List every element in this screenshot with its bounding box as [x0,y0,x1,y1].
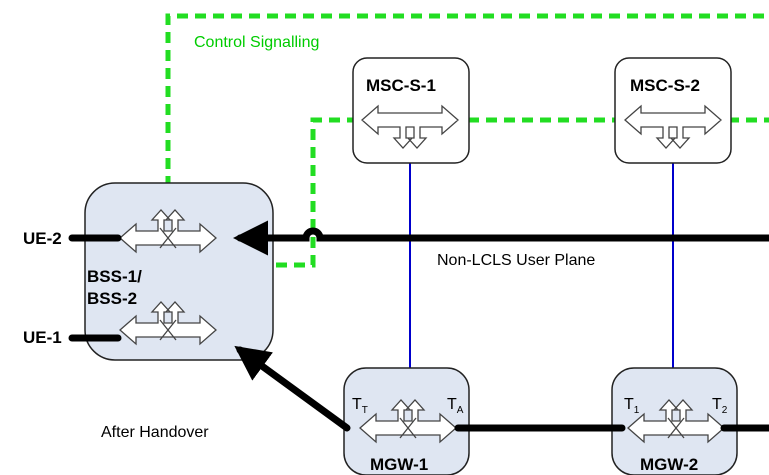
msc-s-1-label: MSC-S-1 [366,76,436,95]
user-plane-lines [68,220,769,432]
mgw-2-termination-right: T2 [712,396,728,416]
msc-s-2-box [614,57,732,164]
blue-links [409,163,674,390]
msc-s-2-label: MSC-S-2 [630,76,700,95]
mgw-2-termination-left: T1 [624,396,640,416]
mgw-2-label: MGW-2 [640,455,698,474]
mgw-1-termination-left: TT [352,396,368,416]
control-signalling-label: Control Signalling [194,34,319,51]
non-lcls-label: Non-LCLS User Plane [437,252,595,269]
bss-label-line1: BSS-1/ [87,267,142,286]
ue-1-label: UE-1 [23,328,62,347]
mgw-1-label: MGW-1 [370,455,428,474]
ue-2-label: UE-2 [23,229,62,248]
bss-label-line2: BSS-2 [87,289,137,308]
mgw-1-termination-right: TA [447,396,464,416]
after-handover-label: After Handover [101,424,209,441]
msc-s-1-box [352,57,470,164]
